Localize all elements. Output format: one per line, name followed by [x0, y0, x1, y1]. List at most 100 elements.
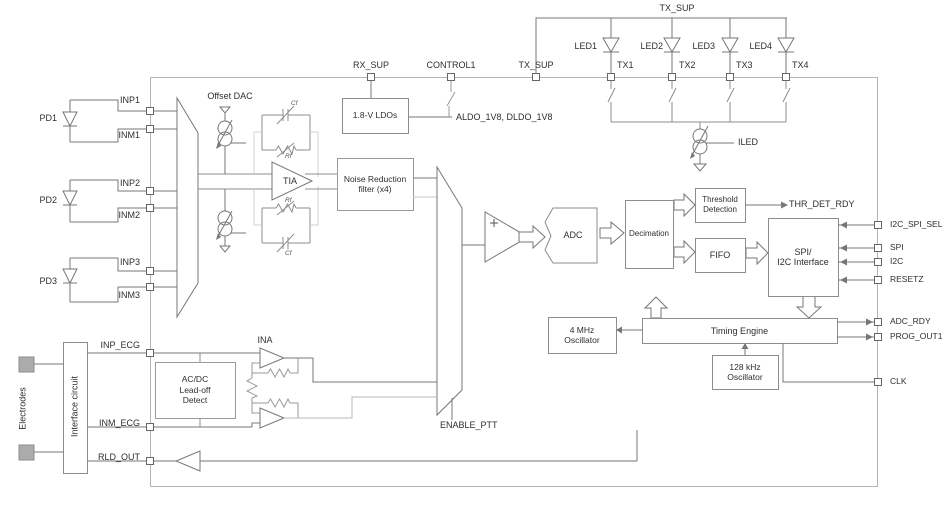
tx1-pin-label: TX1 [617, 60, 634, 70]
electrodes-label: Electrodes [17, 387, 28, 430]
leadoff-detect-label: AC/DC Lead-off Detect [155, 362, 235, 418]
thr-det-rdy-label: THR_DET_RDY [789, 199, 855, 209]
rf-label-top: Rf [285, 153, 292, 160]
digital-chain-arrows [599, 192, 823, 319]
pd2-label: PD2 [39, 195, 57, 205]
pd1-label: PD1 [39, 113, 57, 123]
tia-amplifier [271, 161, 337, 201]
photodiode-pd2 [62, 179, 146, 223]
rc-feedback-bottom [253, 186, 319, 253]
tx2-pin-label: TX2 [679, 60, 696, 70]
iled-current-source [690, 125, 734, 172]
tx3-pin-label: TX3 [736, 60, 753, 70]
ldo-box-label: 1.8-V LDOs [352, 110, 398, 121]
led4-label: LED4 [749, 41, 772, 51]
leadoff-line1: AC/DC [181, 374, 209, 385]
cf-label-bottom: Cf [285, 250, 292, 257]
inm-ecg-pin-label: INM_ECG [98, 418, 140, 428]
ina-label: INA [257, 335, 273, 345]
ptt-mux [436, 165, 485, 420]
rf-label-bottom: Rf [285, 197, 292, 204]
decimation-label: Decimation [628, 229, 669, 238]
input-pin-wires [154, 110, 177, 288]
inp1-pin-label: INP1 [119, 95, 140, 105]
tia-label: TIA [282, 176, 297, 186]
noise-filter-label: Noise Reduction filter (x4) [337, 158, 413, 210]
timing-wiring [616, 318, 874, 383]
leadoff-line3: Detect [182, 395, 208, 406]
i2c-spi-sel-pin-label: I2C_SPI_SEL [890, 219, 943, 229]
inp3-pin-label: INP3 [119, 257, 140, 267]
osc4-line1: 4 MHz [569, 324, 595, 335]
led-symbols [602, 37, 795, 73]
spi-line2: I2C Interface [777, 257, 829, 267]
interface-circuit-label: Interface circuit [69, 375, 80, 438]
prog-out1-pin-label: PROG_OUT1 [890, 331, 943, 341]
fifo-label: FIFO [709, 250, 731, 260]
tx4-pin-label: TX4 [792, 60, 809, 70]
led1-label: LED1 [574, 41, 597, 51]
input-mux [176, 96, 199, 319]
rc-feedback-top [253, 105, 319, 177]
inm3-pin-label: INM3 [118, 290, 140, 300]
spi-pin-label: SPI [890, 242, 904, 252]
offset-dac-label: Offset DAC [207, 91, 253, 101]
adc-rdy-pin-label: ADC_RDY [890, 316, 931, 326]
tia-input-lines [198, 173, 272, 190]
inp-ecg-pin-label: INP_ECG [100, 340, 140, 350]
osc128-line1: 128 kHz [729, 361, 761, 372]
summing-amplifier [484, 211, 529, 263]
pd3-label: PD3 [39, 276, 57, 286]
spi-pin-wires [838, 221, 874, 284]
osc-128khz-label: 128 kHz Oscillator [712, 355, 778, 389]
led3-label: LED3 [692, 41, 715, 51]
rld-amplifier [174, 430, 638, 472]
tx-sup-pin-label: TX_SUP [518, 60, 554, 70]
osc128-line2: Oscillator [727, 372, 763, 382]
rld-out-pin-label: RLD_OUT [97, 452, 140, 462]
adc-banner [518, 207, 598, 264]
threshold-detection-label: Threshold Detection [695, 188, 745, 222]
ecg-internal-wires [154, 352, 260, 462]
digital-boxes [548, 188, 839, 390]
ina-amplifiers [245, 347, 437, 429]
threshold-line2: Detection [703, 205, 737, 214]
osc4-line2: Oscillator [564, 335, 600, 345]
timing-engine-label: Timing Engine [710, 325, 769, 336]
adc-label: ADC [563, 230, 583, 240]
clk-pin-label: CLK [890, 376, 907, 386]
interface-circuit-box [63, 342, 146, 474]
photodiode-pd3 [62, 257, 146, 303]
control1-pin-label: CONTROL1 [426, 60, 476, 70]
enable-ptt-label: ENABLE_PTT [440, 420, 498, 430]
i2c-pin-label: I2C [890, 256, 904, 266]
inm1-pin-label: INM1 [118, 130, 140, 140]
rx-sup-pin-label: RX_SUP [352, 60, 389, 70]
leadoff-box [155, 362, 236, 419]
noise-filter-box [337, 158, 437, 211]
inm2-pin-label: INM2 [118, 210, 140, 220]
ldo-output-label: ALDO_1V8, DLDO_1V8 [456, 112, 553, 122]
photodiode-pd1 [62, 99, 146, 143]
led2-label: LED2 [640, 41, 663, 51]
leadoff-line2: Lead-off [179, 384, 211, 395]
pin-squares [146, 73, 882, 465]
noise-filter-line1: Noise Reduction [343, 173, 407, 184]
iled-label: ILED [738, 137, 759, 147]
cf-label-top: Cf [291, 100, 298, 107]
tx-sup-rail-label: TX_SUP [659, 3, 695, 13]
noise-filter-line2: filter (x4) [358, 184, 392, 194]
osc-4mhz-label: 4 MHz Oscillator [548, 317, 616, 353]
electrode-pads [18, 356, 63, 461]
tx-switches [607, 81, 791, 129]
resetz-pin-label: RESETZ [890, 274, 924, 284]
inp2-pin-label: INP2 [119, 178, 140, 188]
spi-line1: SPI/ [794, 247, 812, 257]
thr-det-rdy-arrow [745, 201, 788, 209]
threshold-line1: Threshold [702, 195, 738, 204]
offset-dac-sources [216, 106, 246, 253]
tx-sup-rail [535, 17, 787, 73]
ldo-wiring [342, 81, 456, 134]
